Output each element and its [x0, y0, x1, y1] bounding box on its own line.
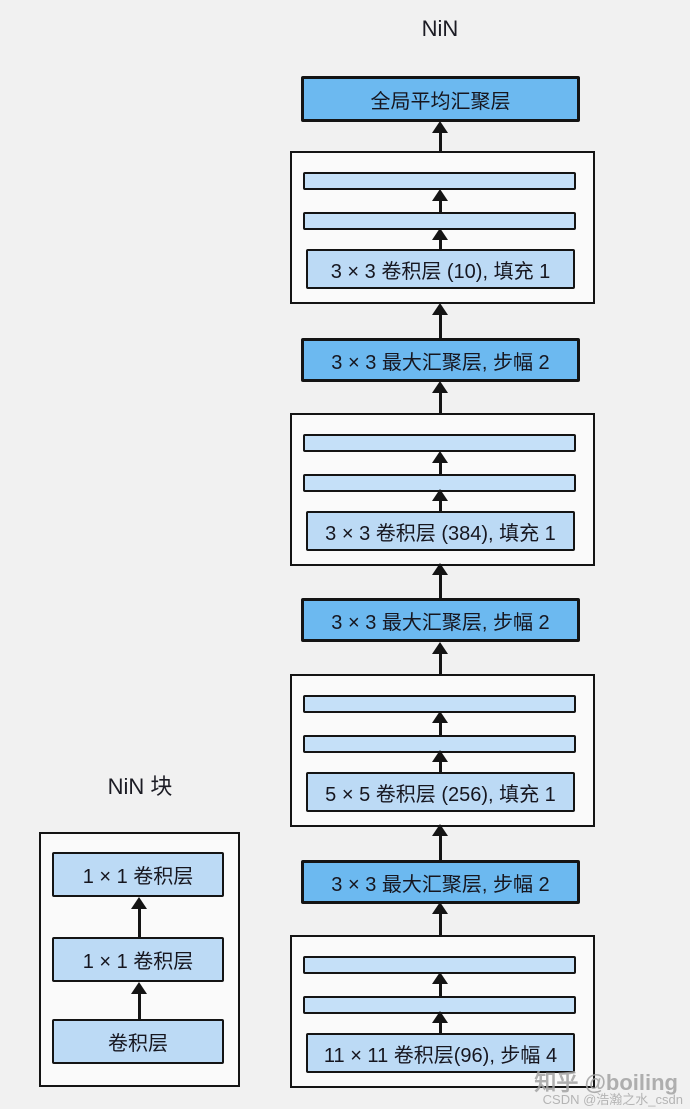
nin-block-2: 5 × 5 卷积层 (256), 填充 1: [290, 674, 595, 827]
conv-layer-box: 5 × 5 卷积层 (256), 填充 1: [306, 772, 575, 812]
thin-1x1-conv-bar: [303, 434, 576, 452]
flow-arrow-up: [137, 993, 141, 1020]
nin-block-4: 3 × 3 卷积层 (10), 填充 1: [290, 151, 595, 304]
nin-block-3: 3 × 3 卷积层 (384), 填充 1: [290, 413, 595, 566]
flow-arrow-up: [438, 1022, 442, 1034]
global-avg-pool-box: 全局平均汇聚层: [301, 76, 580, 122]
max-pool-box: 3 × 3 最大汇聚层, 步幅 2: [301, 598, 580, 642]
thin-1x1-conv-bar: [303, 172, 576, 190]
zhihu-watermark: 知乎 @boiling: [534, 1070, 678, 1095]
max-pool-box: 3 × 3 最大汇聚层, 步幅 2: [301, 338, 580, 382]
flow-arrow-up: [438, 239, 442, 250]
conv-layer-box: 11 × 11 卷积层(96), 步幅 4: [306, 1033, 575, 1073]
flow-arrow-up: [438, 462, 442, 475]
conv-layer-box: 3 × 3 卷积层 (384), 填充 1: [306, 511, 575, 551]
legend-1x1-conv-box: 1 × 1 卷积层: [52, 852, 224, 897]
flow-arrow-up: [438, 983, 442, 997]
flow-arrow-up: [438, 500, 442, 512]
conv-layer-box: 3 × 3 卷积层 (10), 填充 1: [306, 249, 575, 289]
flow-arrow-up: [438, 200, 442, 213]
nin-block-legend: 1 × 1 卷积层 1 × 1 卷积层 卷积层: [39, 832, 240, 1087]
legend-conv-box: 卷积层: [52, 1019, 224, 1064]
flow-arrow-up: [438, 913, 442, 935]
flow-arrow-up: [438, 574, 442, 598]
flow-arrow-up: [438, 835, 442, 860]
flow-arrow-up: [438, 761, 442, 773]
flow-arrow-up: [438, 314, 442, 338]
legend-1x1-conv-box: 1 × 1 卷积层: [52, 937, 224, 982]
flow-arrow-up: [438, 392, 442, 413]
flow-arrow-up: [438, 722, 442, 736]
network-title: NiN: [421, 16, 459, 41]
flow-arrow-up: [438, 132, 442, 151]
flow-arrow-up: [137, 908, 141, 938]
nin-block-legend-title: NiN 块: [107, 774, 173, 799]
csdn-watermark: CSDN @浩瀚之水_csdn: [542, 1092, 683, 1107]
flow-arrow-up: [438, 653, 442, 674]
max-pool-box: 3 × 3 最大汇聚层, 步幅 2: [301, 860, 580, 904]
